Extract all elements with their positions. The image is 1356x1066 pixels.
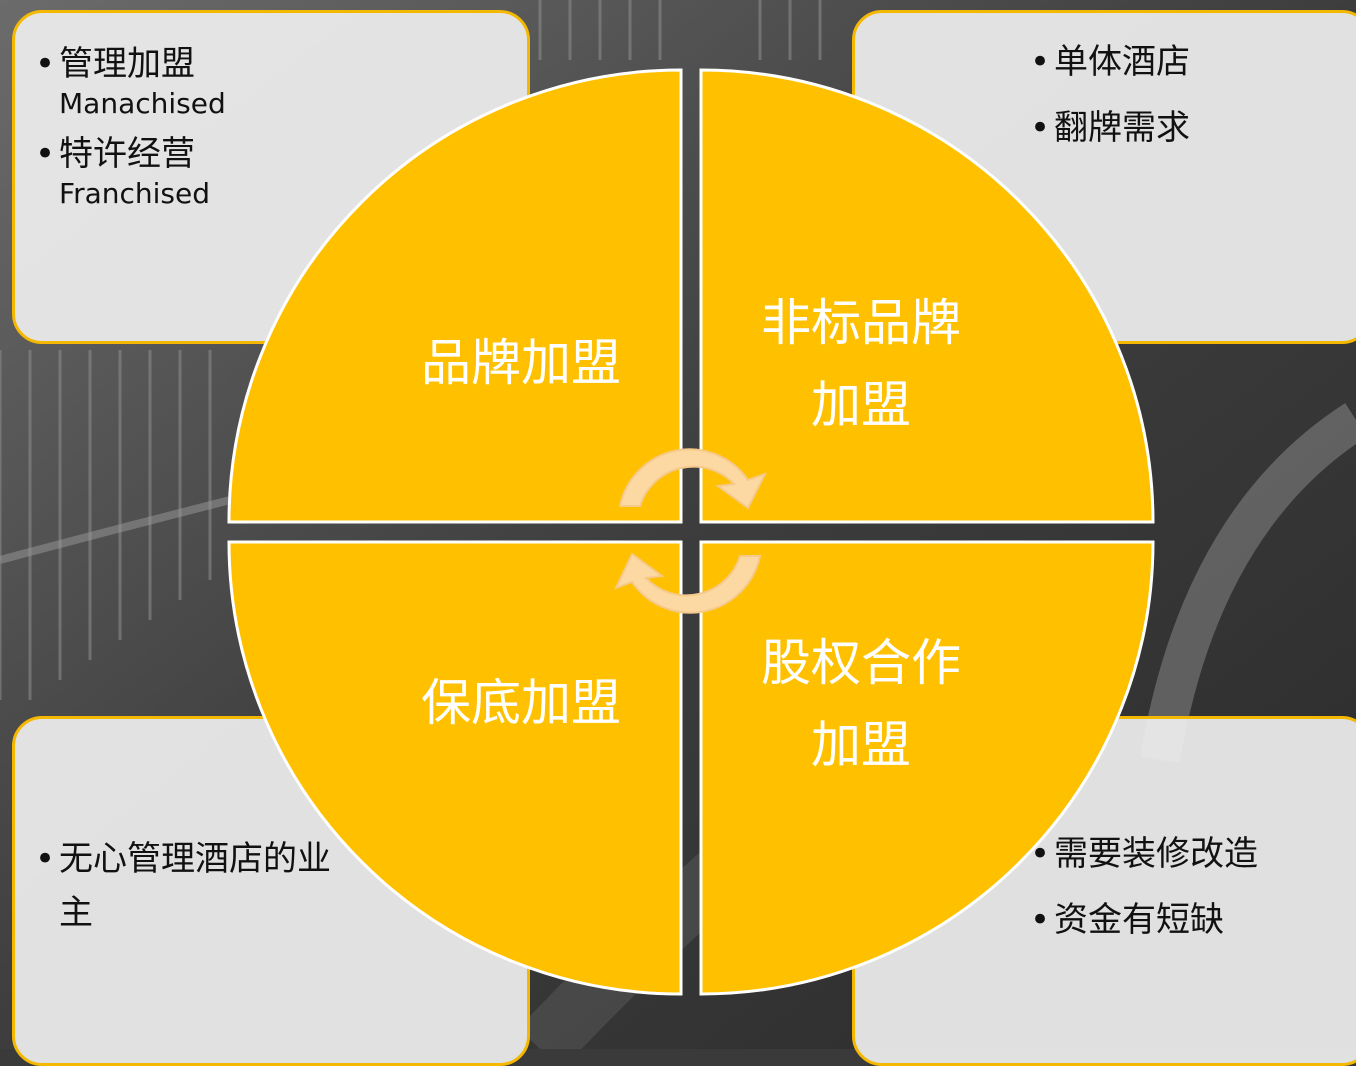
bullet-dot: • xyxy=(1030,900,1051,940)
cycle-arrow-top-icon xyxy=(618,448,768,510)
quadrant-top-right xyxy=(699,68,1155,524)
quadrant-top-right-label: 非标品牌 xyxy=(761,294,961,352)
bullet-dot: • xyxy=(35,44,56,84)
cycle-arrow-bottom-icon xyxy=(614,552,762,614)
list-item-text: 需要装修改造 xyxy=(1054,834,1258,874)
list-item: • 资金有短缺 xyxy=(1030,898,1258,942)
card-bottom-left-list: • 无心管理酒店的业主 xyxy=(35,832,335,940)
list-item-text: 翻牌需求 xyxy=(1054,108,1190,148)
quadrant-bottom-right-label: 股权合作 xyxy=(761,634,961,692)
card-bottom-right-list: • 需要装修改造 • 资金有短缺 xyxy=(1030,832,1258,964)
quadrant-bottom-left xyxy=(227,540,683,996)
list-item-text: 资金有短缺 xyxy=(1054,900,1224,940)
bullet-dot: • xyxy=(1030,108,1051,148)
quadrant-bottom-left-label: 保底加盟 xyxy=(421,674,621,732)
list-item: • 单体酒店 xyxy=(1030,40,1190,84)
quadrant-top-left xyxy=(227,68,683,524)
quadrant-bottom-right xyxy=(699,540,1155,996)
quadrant-top-right-label-line2: 加盟 xyxy=(811,376,911,434)
bullet-dot: • xyxy=(1030,42,1051,82)
card-top-left-list: • 管理加盟 Manachised • 特许经营 Franchised xyxy=(35,42,226,222)
list-item: • 需要装修改造 xyxy=(1030,832,1258,876)
list-item: • 特许经营 Franchised xyxy=(35,132,226,212)
list-item-text: 单体酒店 xyxy=(1054,42,1190,82)
list-item-text: 无心管理酒店的业主 xyxy=(59,839,331,933)
list-item: • 翻牌需求 xyxy=(1030,106,1190,150)
quadrant-bottom-right-label-line2: 加盟 xyxy=(811,716,911,774)
quadrant-shapes xyxy=(227,68,1155,996)
bullet-dot: • xyxy=(35,839,56,879)
list-item: • 无心管理酒店的业主 xyxy=(35,832,335,940)
card-top-right-list: • 单体酒店 • 翻牌需求 xyxy=(1030,40,1190,172)
list-item-subtext: Franchised xyxy=(59,177,210,210)
list-item-text: 特许经营 xyxy=(59,134,195,174)
list-item-text: 管理加盟 xyxy=(59,44,195,84)
bullet-dot: • xyxy=(35,134,56,174)
list-item-subtext: Manachised xyxy=(59,87,226,120)
quadrant-top-left-label: 品牌加盟 xyxy=(421,334,621,392)
cycle-arrows xyxy=(614,448,768,614)
list-item: • 管理加盟 Manachised xyxy=(35,42,226,122)
